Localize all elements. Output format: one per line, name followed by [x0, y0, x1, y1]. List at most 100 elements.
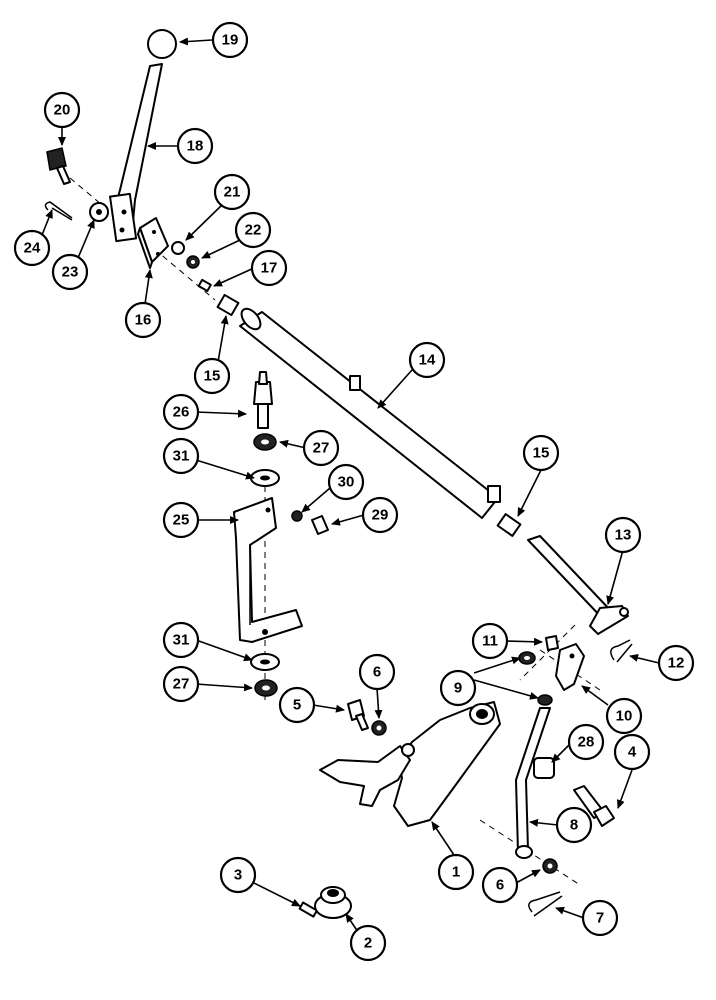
svg-text:29: 29	[372, 507, 389, 524]
part-1-pedal-arm	[319, 701, 501, 827]
part-21-washer	[171, 241, 185, 255]
part-11-bolt	[545, 635, 559, 651]
callout-20: 20	[43, 91, 81, 129]
svg-text:21: 21	[224, 184, 241, 201]
svg-text:2: 2	[364, 935, 372, 952]
part-17-pin	[197, 278, 212, 292]
part-27-nut-top	[253, 433, 277, 451]
callout-15-bottom: 15	[522, 434, 560, 472]
callout-2: 2	[349, 924, 387, 962]
callout-13: 13	[604, 516, 642, 554]
part-3-pin	[298, 901, 318, 918]
callout-17: 17	[250, 249, 288, 287]
svg-text:25: 25	[173, 512, 190, 529]
part-4-bolt	[573, 785, 615, 827]
callout-15-top: 15	[193, 357, 231, 395]
svg-text:8: 8	[570, 817, 578, 834]
part-19-knob	[147, 29, 177, 59]
callout-18: 18	[176, 127, 214, 165]
svg-text:18: 18	[187, 138, 204, 155]
callout-26: 26	[162, 393, 200, 431]
svg-text:14: 14	[419, 352, 436, 369]
callout-16: 16	[124, 301, 162, 339]
svg-text:26: 26	[173, 404, 190, 421]
callout-8: 8	[555, 806, 593, 844]
svg-text:15: 15	[204, 368, 221, 385]
part-20-bolt	[46, 147, 71, 185]
callout-25: 25	[162, 501, 200, 539]
callout-4: 4	[613, 733, 651, 771]
part-10-clevis	[555, 643, 585, 691]
part-18-lever	[109, 63, 163, 243]
svg-text:27: 27	[173, 676, 190, 693]
part-6-washer-bottom	[542, 858, 558, 874]
svg-text:7: 7	[596, 910, 604, 927]
svg-text:30: 30	[338, 474, 355, 491]
svg-text:13: 13	[615, 527, 632, 544]
svg-text:17: 17	[261, 260, 278, 277]
svg-text:6: 6	[496, 877, 504, 894]
callout-27-top: 27	[302, 429, 340, 467]
callout-28: 28	[567, 723, 605, 761]
svg-text:27: 27	[313, 440, 330, 457]
svg-text:31: 31	[173, 448, 190, 465]
callout-12: 12	[657, 644, 695, 682]
part-16-block	[137, 217, 169, 269]
callout-14: 14	[408, 341, 446, 379]
part-8-rod	[515, 707, 551, 859]
svg-text:11: 11	[482, 633, 498, 650]
part-9-washer-top	[518, 651, 536, 665]
callout-21: 21	[213, 173, 251, 211]
callout-27-bottom: 27	[162, 665, 200, 703]
callout-7: 7	[581, 899, 619, 937]
svg-text:4: 4	[628, 744, 637, 761]
part-27-nut-bottom	[254, 679, 278, 697]
svg-text:12: 12	[668, 655, 685, 672]
leader-arrows	[39, 37, 660, 939]
callout-11: 11	[471, 622, 509, 660]
part-29-bolt	[311, 515, 329, 535]
callout-31-bottom: 31	[162, 621, 200, 659]
callout-6-top: 6	[358, 653, 396, 691]
svg-text:15: 15	[533, 445, 550, 462]
svg-text:9: 9	[454, 680, 462, 697]
callout-29: 29	[361, 496, 399, 534]
callouts: 19 20 18 21 22 24 23 17 16 15 14 26 27 3…	[13, 21, 695, 962]
part-14-shaft	[239, 307, 501, 519]
part-31-washer-bottom	[250, 653, 280, 671]
svg-text:19: 19	[222, 32, 239, 49]
svg-text:16: 16	[135, 312, 152, 329]
callout-6-bottom: 6	[481, 866, 519, 904]
svg-text:24: 24	[24, 240, 41, 257]
callout-5: 5	[278, 686, 316, 724]
svg-text:23: 23	[62, 264, 79, 281]
part-9-washer-bottom	[537, 694, 553, 706]
svg-text:31: 31	[173, 632, 190, 649]
part-22-nut	[186, 255, 200, 269]
part-25-bracket	[233, 497, 303, 643]
part-15-bushing-bottom	[496, 513, 522, 537]
part-26-stud	[253, 371, 273, 429]
part-30-washer	[291, 510, 303, 522]
part-13-shaft-end	[527, 535, 629, 635]
part-6-washer-top	[371, 720, 387, 736]
svg-text:20: 20	[54, 102, 71, 119]
callout-31-top: 31	[162, 437, 200, 475]
callout-1: 1	[437, 853, 475, 891]
part-31-washer-top	[250, 469, 280, 487]
part-15-bushing-top	[216, 293, 240, 317]
callout-24: 24	[13, 229, 51, 267]
callout-3: 3	[219, 856, 257, 894]
svg-text:1: 1	[452, 864, 460, 881]
callout-22: 22	[234, 211, 272, 249]
part-28-spacer	[533, 757, 555, 779]
part-24-cotter-pin	[44, 201, 73, 221]
callout-9: 9	[439, 669, 477, 707]
svg-text:5: 5	[293, 697, 301, 714]
part-7-cotter-pin	[528, 891, 563, 917]
callout-10: 10	[605, 697, 643, 735]
part-2-grommet	[314, 886, 352, 919]
part-5-bolt	[347, 699, 369, 731]
part-12-cotter-pin	[610, 639, 633, 663]
